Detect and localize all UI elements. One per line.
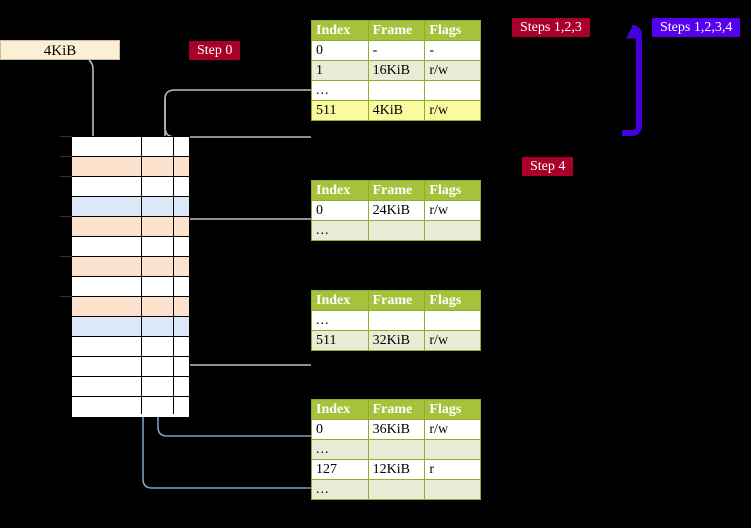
size-label-4kib: 4KiB <box>0 40 120 60</box>
table-cell <box>367 439 426 460</box>
memory-tick <box>60 216 72 217</box>
table-cell: r/w <box>424 419 481 440</box>
table-cell <box>424 310 481 331</box>
column-header-frame: Frame <box>367 399 426 420</box>
badge-steps-123: Steps 1,2,3 <box>512 18 590 37</box>
memory-frame-row <box>72 177 189 197</box>
memory-frame-row <box>72 377 189 397</box>
bracket-steps-1234 <box>622 25 642 136</box>
table-cell <box>424 220 481 241</box>
table-row: ... <box>311 310 481 331</box>
table-cell: 36KiB <box>367 419 426 440</box>
memory-frame-row <box>72 337 189 357</box>
table-cell: 127 <box>311 459 369 480</box>
badge-steps-1234: Steps 1,2,3,4 <box>652 18 741 37</box>
table-cell: r/w <box>424 60 481 81</box>
column-header-index: Index <box>311 180 369 201</box>
memory-divider-2 <box>173 137 174 414</box>
table-cell: r/w <box>424 330 481 351</box>
table-cell: ... <box>311 220 369 241</box>
table-row: ... <box>311 439 481 460</box>
memory-frame-row <box>72 317 189 337</box>
table-row: ... <box>311 80 481 101</box>
table-cell <box>424 80 481 101</box>
table-cell <box>367 310 426 331</box>
memory-frame-row <box>72 297 189 317</box>
table-cell: 1 <box>311 60 369 81</box>
table-cell: 32KiB <box>367 330 426 351</box>
column-header-frame: Frame <box>367 180 426 201</box>
memory-frame-row <box>72 217 189 237</box>
table-cell: 24KiB <box>367 200 426 221</box>
table-cell: 0 <box>311 419 369 440</box>
table-row: 0-- <box>311 40 481 61</box>
table-cell: ... <box>311 310 369 331</box>
table-cell <box>367 220 426 241</box>
table-cell: 4KiB <box>367 100 426 121</box>
table-cell: 0 <box>311 200 369 221</box>
memory-tick <box>60 296 72 297</box>
column-header-index: Index <box>311 20 369 41</box>
memory-frame-row <box>72 257 189 277</box>
memory-frame-row <box>72 277 189 297</box>
table-cell: ... <box>311 80 369 101</box>
table-row: ... <box>311 479 481 500</box>
table-cell: 12KiB <box>367 459 426 480</box>
memory-frame-row <box>72 157 189 177</box>
table-cell: ... <box>311 439 369 460</box>
column-header-frame: Frame <box>367 290 426 311</box>
memory-divider-1 <box>141 137 142 414</box>
table-cell: - <box>424 40 481 61</box>
table-cell <box>424 479 481 500</box>
table-cell: 0 <box>311 40 369 61</box>
table-cell: r <box>424 459 481 480</box>
memory-tick <box>60 136 72 137</box>
table-cell <box>367 80 426 101</box>
table-cell: ... <box>311 479 369 500</box>
column-header-flags: Flags <box>424 180 481 201</box>
memory-frame-row <box>72 197 189 217</box>
column-header-frame: Frame <box>367 20 426 41</box>
column-header-flags: Flags <box>424 290 481 311</box>
column-header-flags: Flags <box>424 399 481 420</box>
table-cell: 511 <box>311 100 369 121</box>
column-header-index: Index <box>311 399 369 420</box>
table-cell: - <box>367 40 426 61</box>
memory-tick <box>60 256 72 257</box>
column-header-index: Index <box>311 290 369 311</box>
memory-tick <box>60 176 72 177</box>
memory-frame-row <box>72 137 189 157</box>
badge-step-0: Step 0 <box>189 41 241 60</box>
table-cell <box>424 439 481 460</box>
table-cell: r/w <box>424 200 481 221</box>
table-cell: r/w <box>424 100 481 121</box>
memory-frame-row <box>72 357 189 377</box>
table-row: ... <box>311 220 481 241</box>
memory-tick <box>60 156 72 157</box>
memory-frame-row <box>72 237 189 257</box>
physical-memory-block <box>71 136 190 417</box>
table-cell: 16KiB <box>367 60 426 81</box>
wire-pd-to-memory <box>177 290 311 366</box>
table-cell: 511 <box>311 330 369 351</box>
table-cell <box>367 479 426 500</box>
memory-frame-row <box>72 397 189 417</box>
column-header-flags: Flags <box>424 20 481 41</box>
badge-step-4: Step 4 <box>522 157 574 176</box>
